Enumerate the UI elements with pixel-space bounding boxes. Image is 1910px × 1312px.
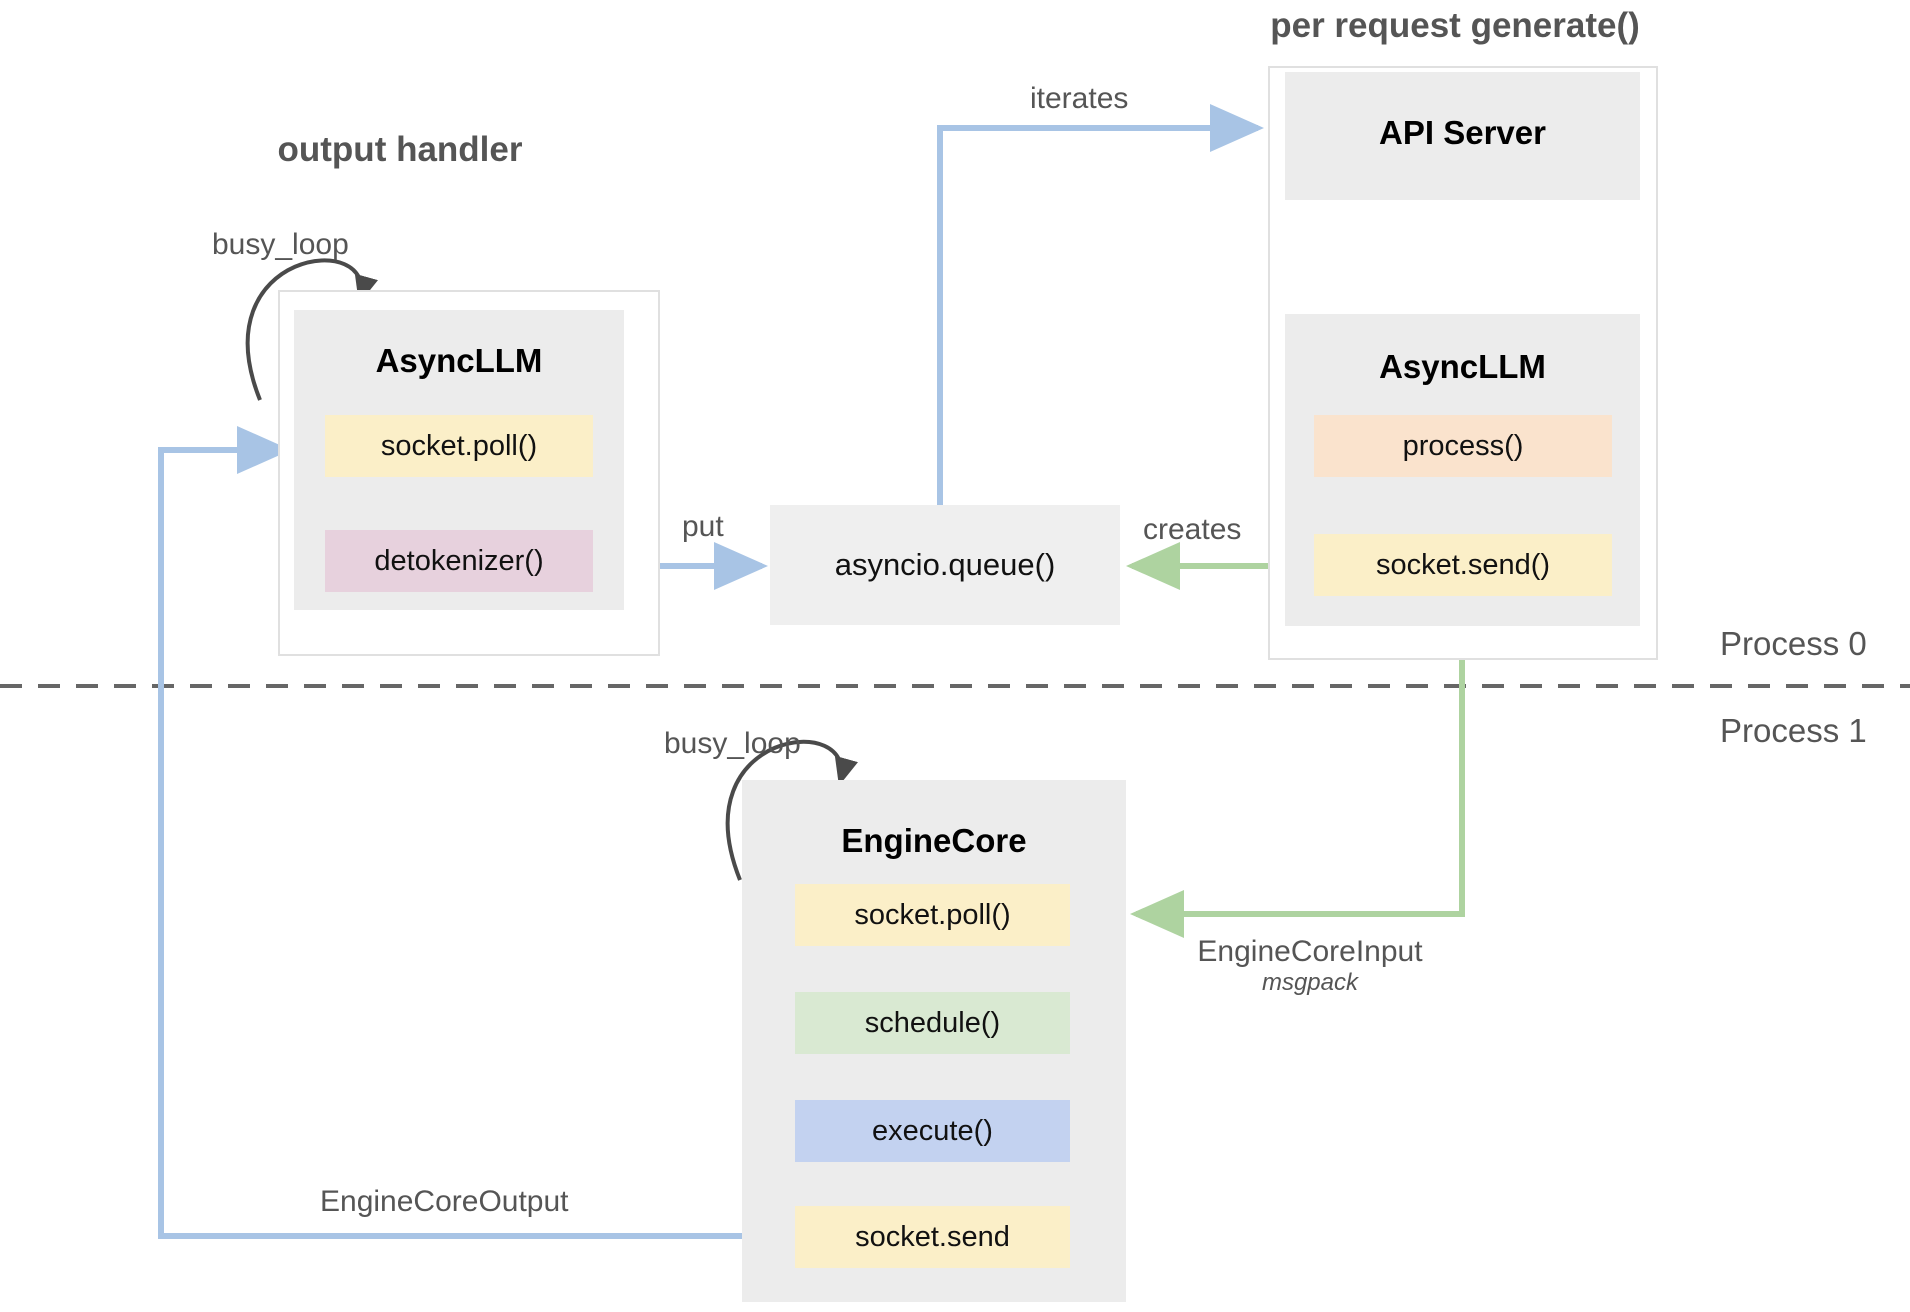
engine-core-input-format: msgpack: [1261, 969, 1359, 996]
chip-socket-send-api[interactable]: socket.send(): [1314, 534, 1612, 596]
section-title-per-request: per request generate(): [1270, 6, 1640, 45]
label-put: put: [682, 510, 724, 543]
api-asyncllm-title: AsyncLLM: [1379, 348, 1546, 385]
label-engine-core-input: EngineCoreInput msgpack: [1150, 935, 1470, 998]
label-busy-loop-output-handler: busy_loop: [212, 228, 349, 261]
api-server-title: API Server: [1379, 114, 1546, 151]
api-server-box: API Server: [1285, 72, 1640, 200]
process-label-bottom: Process 1: [1720, 712, 1867, 749]
label-busy-loop-engine-core: busy_loop: [664, 727, 801, 760]
label-iterates: iterates: [1030, 82, 1129, 115]
chip-socket-send-engine-core[interactable]: socket.send: [795, 1206, 1070, 1268]
label-creates: creates: [1143, 513, 1242, 546]
arrow-iterates: [937, 104, 1264, 505]
chip-detokenizer[interactable]: detokenizer(): [325, 530, 593, 592]
chip-socket-poll-engine-core[interactable]: socket.poll(): [795, 884, 1070, 946]
process-label-top: Process 0: [1720, 625, 1867, 662]
label-engine-core-output: EngineCoreOutput: [320, 1185, 569, 1218]
chip-process[interactable]: process(): [1314, 415, 1612, 477]
chip-socket-poll-output-handler[interactable]: socket.poll(): [325, 415, 593, 477]
chip-execute[interactable]: execute(): [795, 1100, 1070, 1162]
asyncio-queue-box[interactable]: asyncio.queue(): [770, 505, 1120, 625]
section-title-output-handler: output handler: [277, 130, 523, 169]
output-handler-asyncllm-title: AsyncLLM: [375, 342, 543, 379]
engine-core-title: EngineCore: [841, 822, 1027, 859]
chip-schedule[interactable]: schedule(): [795, 992, 1070, 1054]
engine-core-input-text: EngineCoreInput: [1197, 935, 1423, 968]
